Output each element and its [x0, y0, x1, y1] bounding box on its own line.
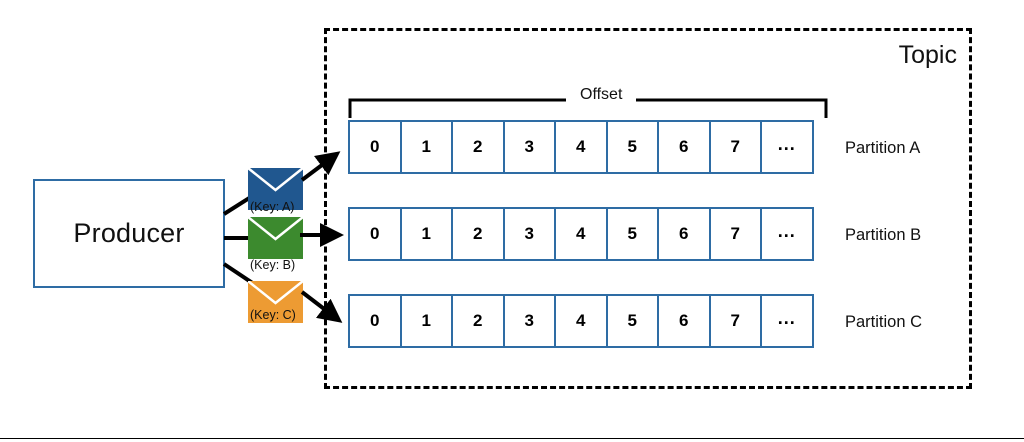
- offset-cell: 7: [708, 120, 762, 174]
- offset-cell-more: ...: [760, 120, 814, 174]
- offset-cell: 2: [451, 294, 505, 348]
- offset-cell: 2: [451, 207, 505, 261]
- offset-cell: 3: [502, 294, 556, 348]
- offset-cell: 1: [399, 294, 453, 348]
- arrow-to-partition-c: [300, 290, 343, 323]
- producer-box: Producer: [33, 179, 225, 288]
- message-key-label-c: (Key: C): [250, 308, 296, 322]
- offset-cell: 0: [348, 207, 402, 261]
- partition-label-c: Partition C: [845, 313, 923, 331]
- offset-cell: 0: [348, 120, 402, 174]
- offset-cell: 7: [708, 294, 762, 348]
- offset-label: Offset: [574, 86, 629, 104]
- offset-cell: 4: [554, 207, 608, 261]
- message-key-label-a: (Key: A): [250, 200, 295, 214]
- producer-label: Producer: [73, 218, 185, 248]
- bottom-divider: [0, 438, 1024, 439]
- arrow-to-partition-b: [300, 223, 344, 247]
- offset-cell: 7: [708, 207, 762, 261]
- offset-cell: 6: [657, 120, 711, 174]
- offset-cell: 4: [554, 294, 608, 348]
- offset-cell: 0: [348, 294, 402, 348]
- offset-cell: 5: [605, 207, 659, 261]
- offset-cell: 6: [657, 294, 711, 348]
- envelope-icon: [248, 168, 303, 210]
- offset-cell-more: ...: [760, 207, 814, 261]
- offset-bracket-group: Offset: [348, 86, 828, 122]
- offset-cell: 1: [399, 207, 453, 261]
- partition-row-a: 0 1 2 3 4 5 6 7 ...: [348, 120, 814, 174]
- offset-cell: 1: [399, 120, 453, 174]
- partition-row-b: 0 1 2 3 4 5 6 7 ...: [348, 207, 814, 261]
- offset-cell: 5: [605, 294, 659, 348]
- offset-cell: 4: [554, 120, 608, 174]
- offset-cell: 3: [502, 207, 556, 261]
- topic-container: Topic: [324, 28, 972, 389]
- arrow-to-partition-a: [300, 151, 341, 182]
- message-envelope-a: [248, 168, 303, 210]
- offset-bracket-icon: [348, 98, 828, 118]
- envelope-icon: [248, 217, 303, 259]
- partition-label-a: Partition A: [845, 139, 921, 157]
- offset-cell: 5: [605, 120, 659, 174]
- envelope-icon: [248, 281, 303, 323]
- partition-row-c: 0 1 2 3 4 5 6 7 ...: [348, 294, 814, 348]
- offset-cell: 6: [657, 207, 711, 261]
- offset-cell-more: ...: [760, 294, 814, 348]
- partition-label-b: Partition B: [845, 226, 922, 244]
- topic-label: Topic: [898, 41, 957, 69]
- offset-cell: 3: [502, 120, 556, 174]
- message-key-label-b: (Key: B): [250, 258, 296, 272]
- offset-cell: 2: [451, 120, 505, 174]
- message-envelope-c: [248, 281, 303, 323]
- message-envelope-b: [248, 217, 303, 259]
